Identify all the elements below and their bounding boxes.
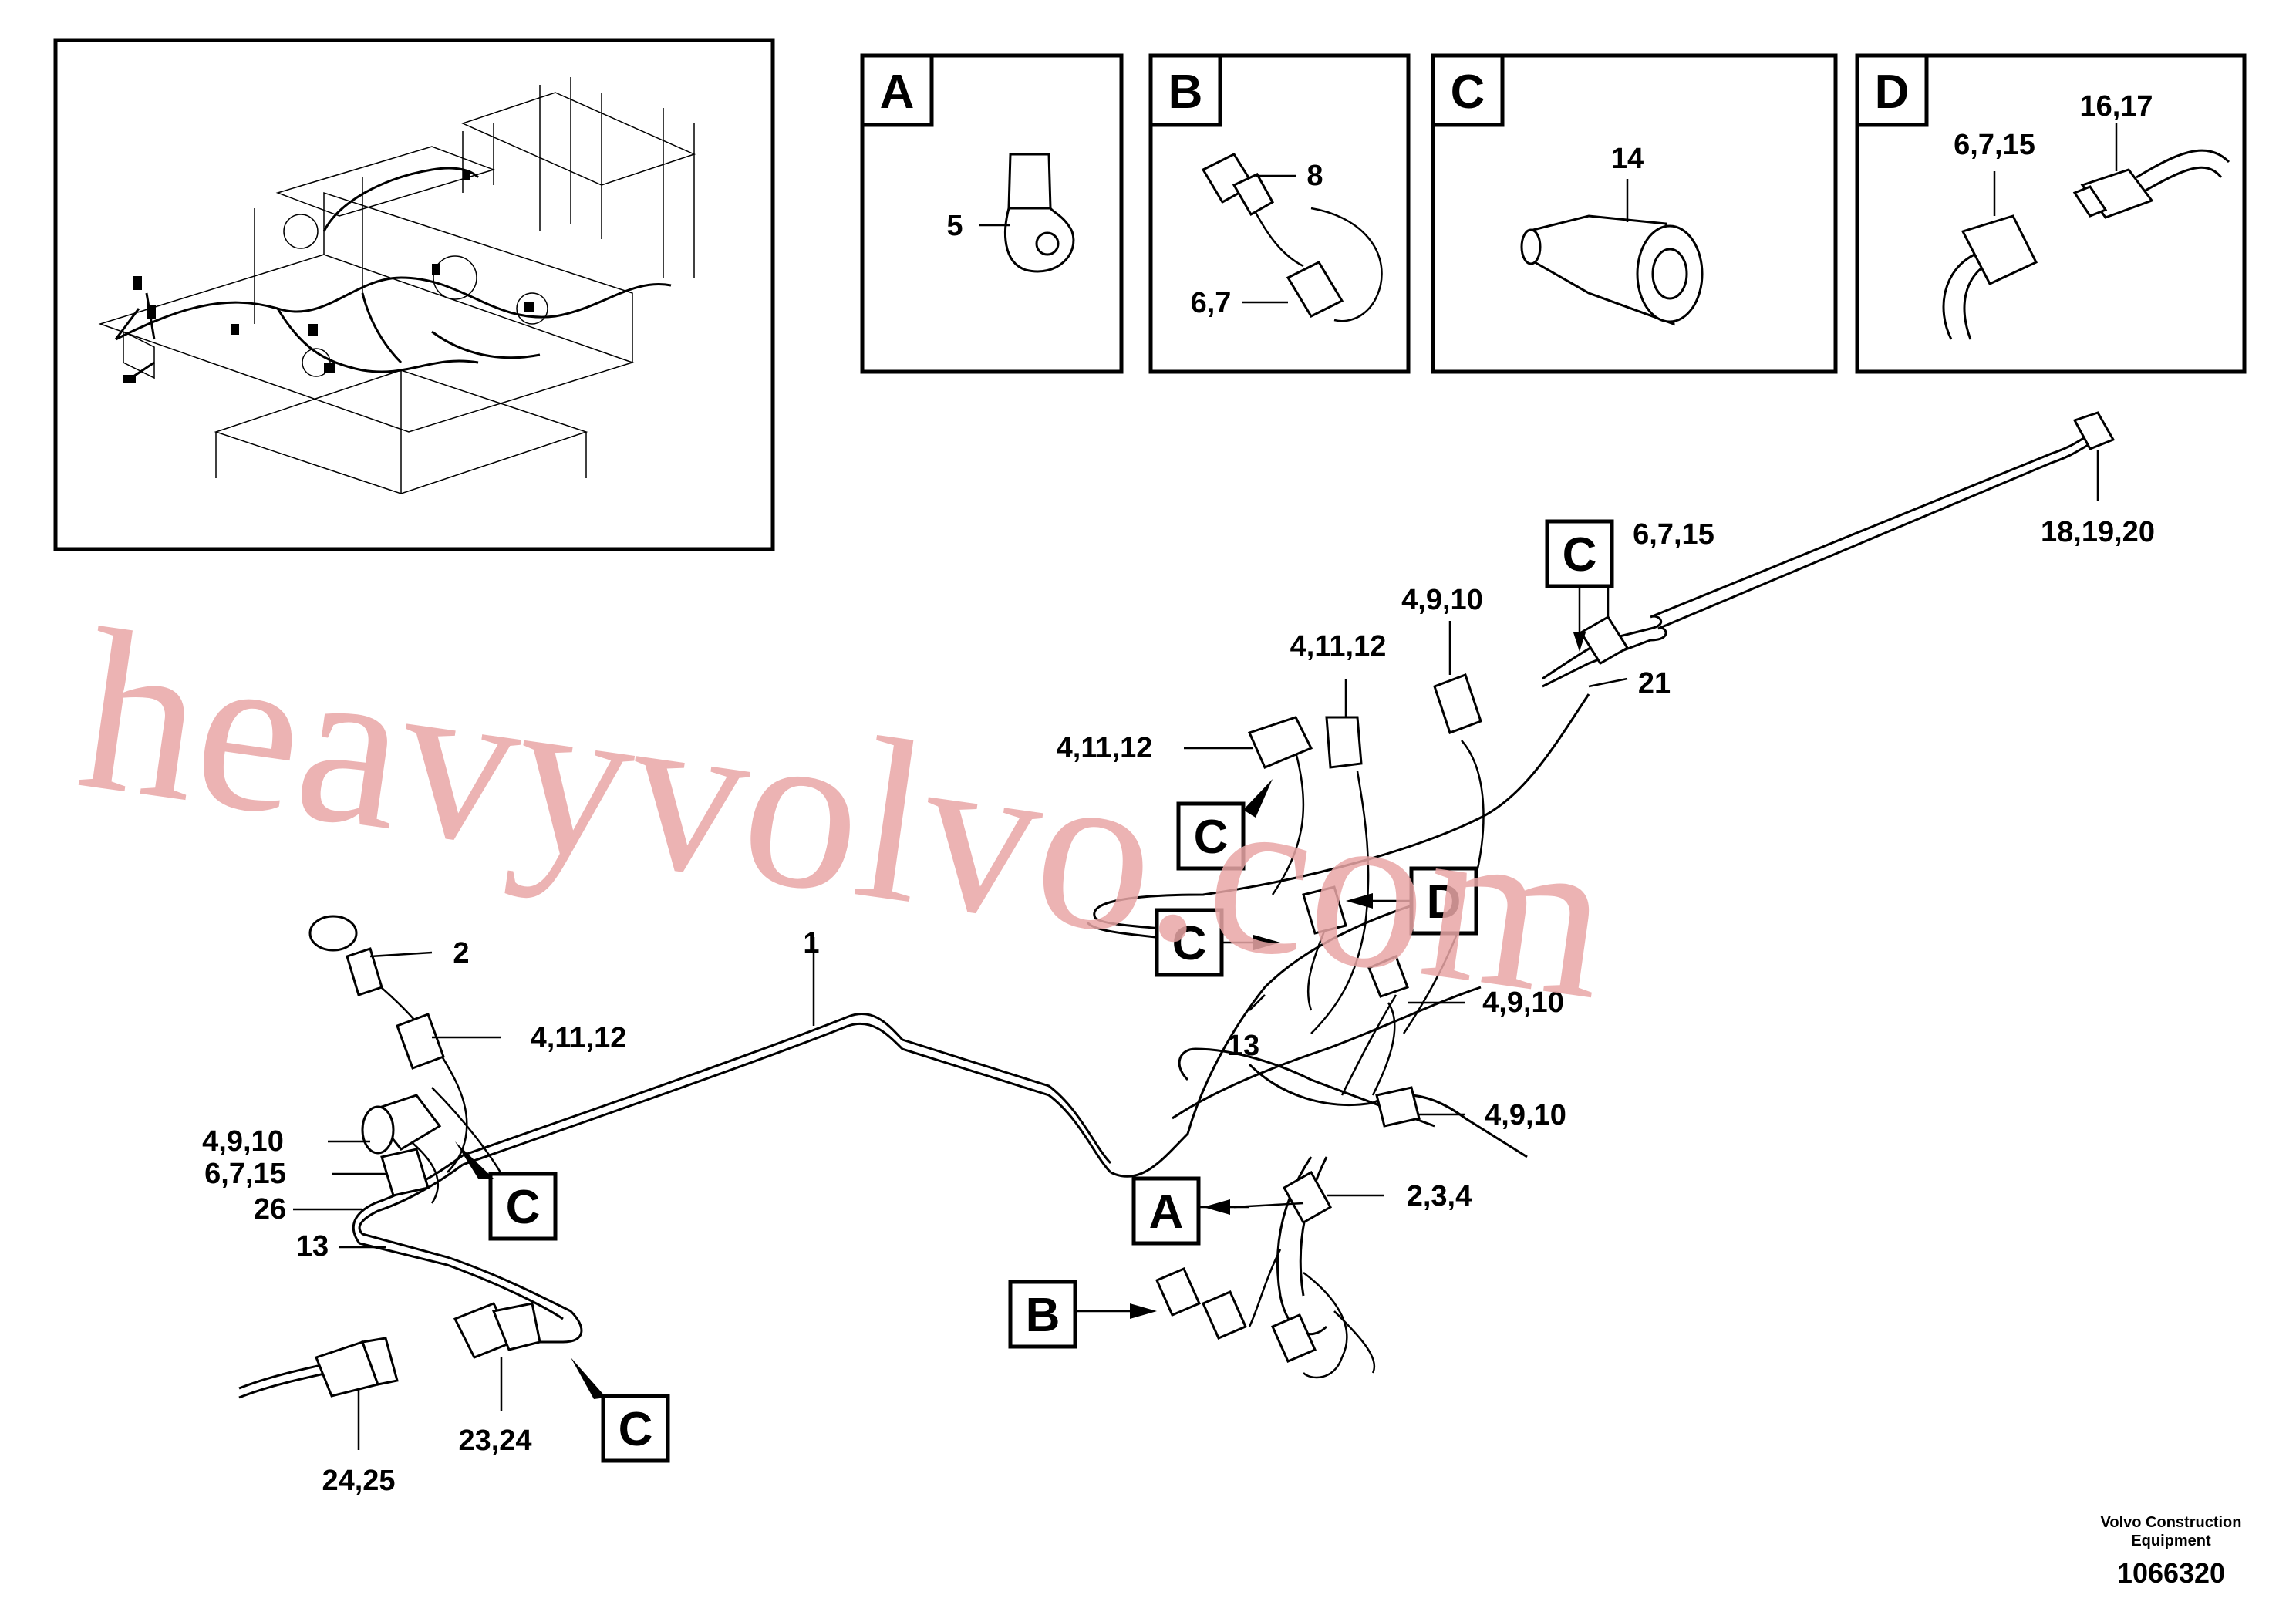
connector-18-19-20 [2072,411,2116,450]
label-6-7-15-top: 6,7,15 [1633,518,1714,551]
detail-b-label-6-7: 6,7 [1191,287,1232,319]
connector-4-9-10-right [1375,1086,1421,1128]
label-13-center: 13 [1227,1030,1259,1062]
watermark: heavyvolvo.com [67,580,1623,1048]
callout-c-middle: C [1172,917,1207,970]
footer: Volvo Construction Equipment 1066320 [2101,1514,2242,1589]
callout-d: D [1427,875,1462,929]
label-4-9-10-left: 4,9,10 [202,1125,284,1158]
detail-c-label-14: 14 [1611,143,1644,175]
label-26: 26 [254,1193,286,1226]
part-labels: 18,19,20 6,7,15 4,9,10 4,11,12 21 4,11,1… [202,516,2155,1497]
label-4-9-10-top: 4,9,10 [1401,584,1483,616]
detail-box-a-letter: A [880,66,915,119]
detail-box-d-letter: D [1875,66,1910,119]
label-23-24: 23,24 [458,1425,531,1457]
footer-company-line1: Volvo Construction [2101,1514,2242,1531]
connector-d [1302,885,1347,935]
connector-4-11-12-upper [1325,716,1363,769]
label-2-left: 2 [453,937,469,969]
label-4-11-12-bottom: 4,11,12 [531,1022,627,1054]
callout-a: A [1149,1185,1184,1239]
detail-box-c-letter: C [1451,66,1485,119]
connector-4-9-10-top [1433,673,1482,734]
detail-a-label-5: 5 [946,210,963,242]
callouts: C C D C A B C C [455,519,1614,1463]
overview-frame [53,38,775,551]
connector-4-9-10-mid [1367,955,1409,998]
detail-box-c: C 14 [1431,53,1838,374]
label-21: 21 [1638,667,1671,700]
label-2-3-4: 2,3,4 [1407,1180,1472,1212]
label-18-19-20: 18,19,20 [2041,516,2155,548]
connector-4-11-12-bottom [396,1013,445,1070]
label-1: 1 [803,927,819,959]
callout-c-top: C [1563,528,1597,582]
connector-6-7-15-top [1579,615,1630,666]
label-4-11-12-left: 4,11,12 [1057,732,1153,764]
detail-d-label-16-17: 16,17 [2079,90,2153,123]
label-6-7-15-left: 6,7,15 [204,1158,286,1190]
label-24-25: 24,25 [322,1465,395,1497]
connector-2-3-4 [1282,1170,1333,1225]
label-4-9-10-mid: 4,9,10 [1482,986,1564,1019]
detail-b-label-8: 8 [1306,160,1323,192]
callout-c-left: C [506,1181,541,1234]
connector-6-7-15-left [380,1148,430,1197]
connectors [308,411,2116,1398]
connector-2-left [346,947,383,996]
callout-c-bottom: C [619,1403,653,1456]
callout-c-upper: C [1194,811,1229,864]
detail-box-d: D 6,7,15 16,17 [1855,53,2247,374]
detail-box-b: B 8 6,7 [1148,53,1411,374]
detail-box-b-letter: B [1168,66,1203,119]
main-harness [238,430,2099,1399]
leader-lines [293,450,2099,1450]
label-13-left: 13 [296,1230,329,1263]
footer-company-line2: Equipment [2131,1533,2211,1549]
connector-4-11-12-left [1247,716,1313,769]
label-4-11-12-upper: 4,11,12 [1290,630,1387,663]
detail-d-label-6-7-15: 6,7,15 [1954,129,2035,161]
callout-b: B [1026,1289,1060,1342]
detail-box-a: A 5 [860,53,1124,374]
label-4-9-10-right: 4,9,10 [1485,1099,1566,1131]
footer-doc-number: 1066320 [2117,1557,2225,1589]
